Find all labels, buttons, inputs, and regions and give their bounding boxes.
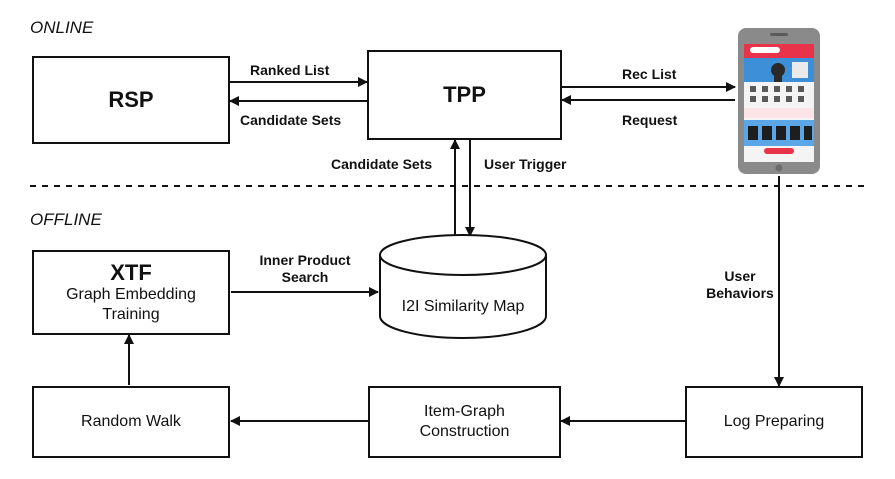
xtf-title: XTF <box>110 259 152 285</box>
edge-label-candidate-sets-rsp: Candidate Sets <box>240 112 342 128</box>
section-offline: OFFLINE <box>30 210 102 229</box>
inner-product-line1: Inner Product <box>259 252 351 268</box>
edge-label-inner-product-search: Inner Product Search <box>250 252 360 286</box>
xtf-box: XTF Graph Embedding Training <box>32 250 230 335</box>
random-walk-box: Random Walk <box>32 386 230 458</box>
edge-label-user-behaviors: User Behaviors <box>702 268 778 302</box>
edge-label-rec-list: Rec List <box>622 66 677 82</box>
xtf-line2: Training <box>102 305 160 323</box>
item-graph-box: Item-Graph Construction <box>368 386 561 458</box>
rsp-box: RSP <box>32 56 230 144</box>
xtf-line1: Graph Embedding <box>66 285 196 303</box>
edge-label-ranked-list: Ranked List <box>250 62 330 78</box>
log-preparing-box: Log Preparing <box>685 386 863 458</box>
edge-label-request: Request <box>622 112 678 128</box>
tpp-box: TPP <box>367 50 562 140</box>
section-online: ONLINE <box>30 18 94 37</box>
random-walk-label: Random Walk <box>81 413 181 430</box>
log-preparing-label: Log Preparing <box>723 413 825 430</box>
item-graph-line2: Construction <box>419 423 510 440</box>
rsp-label: RSP <box>108 87 154 112</box>
phone-icon <box>738 28 820 174</box>
user-behaviors-line1: User <box>724 268 756 284</box>
i2i-cylinder <box>379 234 547 339</box>
tpp-label: TPP <box>443 82 486 107</box>
user-behaviors-line2: Behaviors <box>706 285 774 301</box>
inner-product-line2: Search <box>281 269 329 285</box>
edge-label-user-trigger: User Trigger <box>484 156 567 172</box>
item-graph-line1: Item-Graph <box>424 403 505 420</box>
i2i-label: I2I Similarity Map <box>401 298 525 315</box>
edge-label-candidate-sets-i2i: Candidate Sets <box>331 156 433 172</box>
